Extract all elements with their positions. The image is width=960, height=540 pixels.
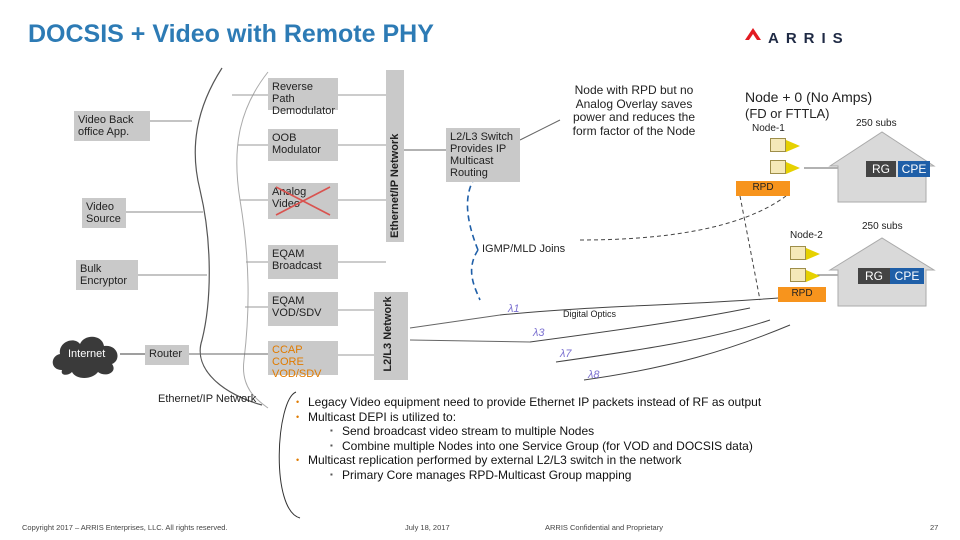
oob-label: OOB Modulator [272, 132, 321, 156]
eqam-broadcast-box: EQAM Broadcast [268, 245, 338, 279]
ethernet-ip-network-bar [386, 70, 404, 242]
router-box: Router [145, 345, 189, 365]
bullet-3a: Primary Core manages RPD-Multicast Group… [296, 468, 946, 483]
node2-rpd-box: RPD [778, 287, 826, 302]
lambda-1-label: λ1 [508, 303, 520, 315]
node1-rg-box: RG [866, 161, 896, 177]
video-back-office-box: Video Back office App. [74, 111, 150, 141]
node1-cpe-box: CPE [898, 161, 930, 177]
footer-copyright: Copyright 2017 – ARRIS Enterprises, LLC.… [22, 523, 228, 532]
page-title: DOCSIS + Video with Remote PHY [28, 20, 434, 48]
node2-subs-label: 250 subs [862, 221, 903, 232]
node2-rpd-label: RPD [791, 288, 813, 299]
node1-cpe-label: CPE [901, 162, 927, 176]
bullet-1: Legacy Video equipment need to provide E… [296, 395, 946, 410]
eqam-vod-label: EQAM VOD/SDV [272, 295, 322, 319]
internet-label: Internet [68, 348, 106, 360]
arris-logo-icon [745, 28, 761, 40]
l2l3-vertical-label: L2/L3 Network [382, 296, 394, 372]
node-note: Node with RPD but no Analog Overlay save… [572, 83, 696, 138]
node-plus-0-sub: (FD or FTTLA) [745, 106, 830, 121]
ethernet-ip-network-label: Ethernet/IP Network [158, 393, 257, 405]
internet-cloud-icon [52, 336, 118, 378]
node2-port-bottom [790, 268, 806, 282]
node2-label: Node-2 [790, 230, 823, 241]
video-source-label: Video Source [86, 201, 121, 225]
bullet-2a: Send broadcast video stream to multiple … [296, 424, 946, 439]
lambda-3-label: λ3 [533, 327, 545, 339]
eqam-broadcast-label: EQAM Broadcast [272, 248, 322, 272]
oob-modulator-box: OOB Modulator [268, 129, 338, 161]
l2l3-switch-box: L2/L3 Switch Provides IP Multicast Routi… [446, 128, 520, 182]
footer-date: July 18, 2017 [405, 523, 450, 532]
node1-port-top [770, 138, 786, 152]
node1-port-bottom [770, 160, 786, 174]
node1-label: Node-1 [752, 123, 785, 134]
reverse-path-demodulator-box: Reverse Path Demodulator [268, 78, 338, 117]
footer-page-number: 27 [930, 523, 939, 532]
bullet-list: Legacy Video equipment need to provide E… [296, 395, 946, 482]
video-back-office-label: Video Back office App. [78, 114, 134, 138]
cross-out-icon [275, 186, 331, 216]
lambda-8-label: λ8 [588, 369, 600, 381]
ccap-core-box: CCAP CORE VOD/SDV [268, 341, 338, 380]
bullet-2b: Combine multiple Nodes into one Service … [296, 439, 946, 454]
video-source-box: Video Source [82, 198, 126, 228]
node2-rg-label: RG [865, 269, 883, 283]
ccap-core-label: CCAP CORE VOD/SDV [272, 344, 322, 380]
bullet-2: Multicast DEPI is utilized to: [296, 410, 946, 425]
node1-rg-label: RG [872, 162, 890, 176]
l2l3-network-bar [374, 292, 408, 380]
eqam-vod-box: EQAM VOD/SDV [268, 292, 338, 326]
bulk-encryptor-box: Bulk Encryptor [76, 260, 138, 290]
node2-arrow-icons [806, 248, 820, 282]
node1-rpd-box: RPD [736, 181, 790, 196]
router-label: Router [149, 348, 183, 360]
node2-rg-box: RG [858, 268, 890, 284]
ethernet-ip-vertical-label: Ethernet/IP Network [389, 133, 401, 238]
bulk-encryptor-label: Bulk Encryptor [80, 263, 128, 287]
l2l3-switch-label: L2/L3 Switch Provides IP Multicast Routi… [450, 131, 513, 179]
reverse-path-label: Reverse Path Demodulator [272, 81, 335, 117]
arris-logo: ARRIS [768, 30, 850, 47]
node1-subs-label: 250 subs [856, 118, 897, 129]
igmp-label: IGMP/MLD Joins [482, 243, 566, 255]
node2-cpe-label: CPE [894, 269, 920, 283]
bullet-3: Multicast replication performed by exter… [296, 453, 946, 468]
node2-cpe-box: CPE [890, 268, 924, 284]
node1-arrow-icons [786, 140, 800, 174]
lambda-7-label: λ7 [560, 348, 572, 360]
digital-optics-label: Digital Optics [563, 309, 617, 319]
footer-confidential: ARRIS Confidential and Proprietary [545, 523, 663, 532]
node1-rpd-label: RPD [752, 182, 774, 193]
node2-port-top [790, 246, 806, 260]
node-plus-0-heading: Node + 0 (No Amps) [745, 89, 873, 105]
